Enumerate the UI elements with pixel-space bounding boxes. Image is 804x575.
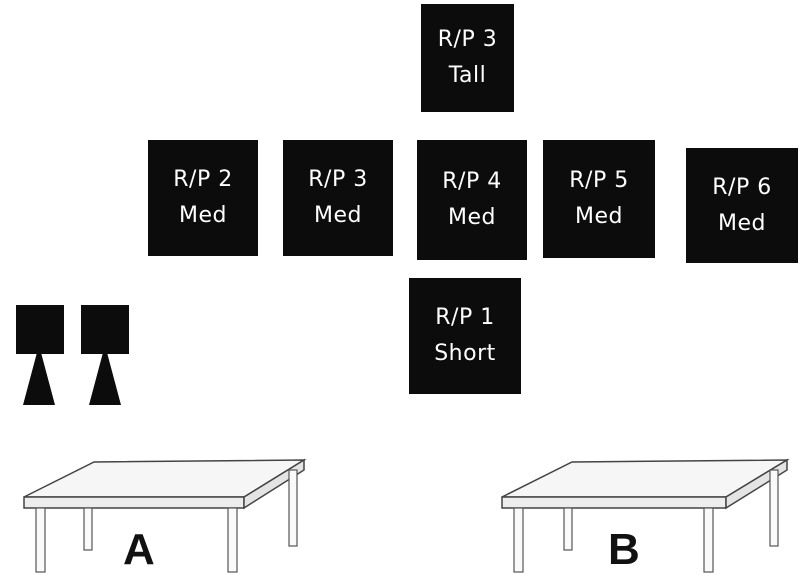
table-label-b: B bbox=[608, 525, 640, 574]
table-icon bbox=[501, 458, 790, 573]
speaker-stand bbox=[23, 345, 55, 405]
table-icon bbox=[23, 458, 307, 573]
box-rp2-med: R/P 2 Med bbox=[148, 140, 258, 256]
box-line1: R/P 2 bbox=[173, 167, 233, 192]
box-line2: Tall bbox=[448, 63, 487, 88]
box-line1: R/P 5 bbox=[569, 168, 629, 193]
box-line2: Med bbox=[179, 203, 227, 228]
box-line1: R/P 3 bbox=[308, 167, 368, 192]
box-line2: Short bbox=[434, 341, 496, 366]
table-label-a: A bbox=[123, 525, 155, 574]
box-rp5-med: R/P 5 Med bbox=[543, 140, 655, 258]
box-rp4-med: R/P 4 Med bbox=[417, 140, 527, 260]
box-line1: R/P 4 bbox=[442, 169, 502, 194]
box-line2: Med bbox=[718, 210, 766, 236]
box-rp6-med: R/P 6 Med bbox=[686, 148, 798, 263]
box-line2: Med bbox=[448, 205, 496, 230]
box-line2: Med bbox=[575, 204, 623, 229]
box-line1: R/P 1 bbox=[435, 305, 495, 330]
box-rp3-med: R/P 3 Med bbox=[283, 140, 393, 256]
box-line1: R/P 3 bbox=[437, 27, 498, 52]
box-line2: Med bbox=[314, 203, 362, 228]
speaker-stand bbox=[89, 345, 121, 405]
box-rp1-short: R/P 1 Short bbox=[409, 278, 521, 394]
box-line1: R/P 6 bbox=[712, 174, 772, 200]
box-rp3-tall: R/P 3 Tall bbox=[421, 4, 514, 112]
